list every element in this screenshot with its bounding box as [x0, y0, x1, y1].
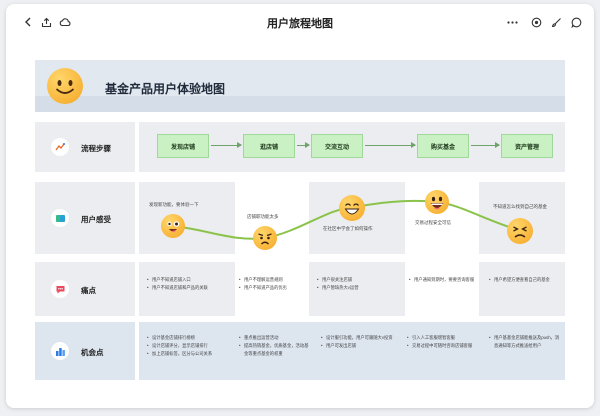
pain-list: 用户通知到期时，要要咨询客服	[409, 276, 475, 284]
feeling-text: 交易过程安全可信	[415, 220, 451, 225]
opportunity-item: 设计基金店铺排行榜榜	[147, 334, 233, 342]
flow-arrow	[471, 142, 500, 148]
opportunity-item: 交易过程中可随时咨询店铺客服	[407, 342, 483, 350]
pain-item: 用户希望方便查看自己的基金	[489, 276, 559, 284]
row-label-cell: 流程步骤	[35, 122, 135, 172]
row-feelings: 用户感受 发现新功能，要体验一下 店铺职功能太多	[35, 182, 565, 254]
pain-list: 用户很关注店铺 用户暂缺热大v运营	[317, 276, 401, 292]
opportunity-list: 设计服引功能，用户可跟随大v投资 用户可发出店铺	[321, 334, 405, 350]
row-label-cell: 用户感受	[35, 182, 135, 254]
smiley-logo-icon	[47, 68, 83, 104]
opportunity-item: 用户可发出店铺	[321, 342, 405, 350]
step-card[interactable]: 发现店铺	[157, 134, 209, 158]
flow-arrow	[211, 142, 242, 148]
pain-list: 用户不理解运营规则 用户不知道产品的优劣	[239, 276, 307, 292]
column-bg	[139, 182, 235, 254]
opportunity-item: 引入人工客服增智客服	[407, 334, 483, 342]
opportunity-list: 用户基基金店铺能推送及push，消息通知等方式推送给用户	[489, 334, 561, 350]
pain-item: 用户暂缺热大v运营	[317, 284, 401, 292]
opportunity-item: 设计服引功能，用户可跟随大v投资	[321, 334, 405, 342]
map-title: 基金产品用户体验地图	[105, 82, 226, 96]
feeling-text: 发现新功能，要体验一下	[149, 202, 199, 207]
opportunity-item: 设计店铺评分，显示店铺排行	[147, 342, 233, 350]
happy-face-icon	[339, 195, 365, 221]
worried-face-icon	[253, 226, 277, 250]
column-bg	[479, 262, 565, 316]
curious-face-icon	[161, 214, 185, 238]
opportunity-item: 提高热销基金，优质基金，活动基金等重点基金的权重	[239, 342, 311, 358]
frustrated-face-icon	[507, 218, 533, 244]
pain-item: 用户不知道店铺入口	[147, 276, 235, 284]
pain-item: 用户不理解运营规则	[239, 276, 307, 284]
flow-icon	[51, 138, 69, 156]
export-icon[interactable]	[38, 14, 54, 30]
feeling-text: 在社区中学会了如何操作	[323, 226, 373, 231]
target-icon[interactable]	[528, 14, 544, 30]
step-card[interactable]: 交流互动	[311, 134, 363, 158]
opportunity-item: 加上店铺标签，区分与公司关系	[147, 350, 233, 358]
pain-list: 用户不知道店铺入口 用户不知道店铺和产品的关联	[147, 276, 235, 292]
flow-arrow	[365, 142, 416, 148]
pain-item: 用户很关注店铺	[317, 276, 401, 284]
more-icon[interactable]	[504, 14, 520, 30]
emotion-icon	[51, 209, 69, 227]
header-band	[35, 96, 565, 112]
row-body: 发现新功能，要体验一下 店铺职功能太多 在社区中学会了如何操作 交易过程安全可信…	[139, 182, 565, 254]
opportunity-list: 引入人工客服增智客服 交易过程中可随时咨询店铺客服	[407, 334, 483, 350]
cloud-icon[interactable]	[57, 14, 73, 30]
pain-item: 用户不知道产品的优劣	[239, 284, 307, 292]
opportunity-list: 设计基金店铺排行榜榜 设计店铺评分，显示店铺排行 加上店铺标签，区分与公司关系	[147, 334, 233, 358]
row-label-cell: 痛点	[35, 262, 135, 316]
opportunity-item: 用户基基金店铺能推送及push，消息通知等方式推送给用户	[489, 334, 561, 350]
pain-item: 用户不知道店铺和产品的关联	[147, 284, 235, 292]
feeling-text: 不知道怎么找到自己的基金	[493, 204, 547, 209]
step-card[interactable]: 逛店铺	[243, 134, 295, 158]
flow-arrow	[297, 142, 310, 148]
map-header: 基金产品用户体验地图	[35, 60, 565, 112]
opportunity-list: 重点推出运营活动 提高热销基金，优质基金，活动基金等重点基金的权重	[239, 334, 311, 358]
row-name: 流程步骤	[81, 144, 111, 153]
back-icon[interactable]	[20, 14, 36, 30]
journey-map: 基金产品用户体验地图 流程步骤 发现店铺 逛店铺 交流互动 购买基金 资产管理	[35, 60, 565, 380]
pain-list: 用户希望方便查看自己的基金	[489, 276, 559, 284]
feeling-text: 店铺职功能太多	[247, 214, 279, 219]
pain-item: 用户通知到期时，要要咨询客服	[409, 276, 475, 284]
grinning-face-icon	[425, 190, 449, 214]
pain-icon	[51, 280, 69, 298]
opportunity-icon	[51, 342, 69, 360]
window-title: 用户旅程地图	[267, 18, 333, 30]
row-name: 痛点	[81, 286, 96, 295]
opportunity-item: 重点推出运营活动	[239, 334, 311, 342]
row-name: 机会点	[81, 348, 104, 357]
row-body: 用户不知道店铺入口 用户不知道店铺和产品的关联 用户不理解运营规则 用户不知道产…	[139, 262, 565, 316]
step-card[interactable]: 购买基金	[417, 134, 469, 158]
row-label-cell: 机会点	[35, 322, 135, 380]
brush-icon[interactable]	[548, 14, 564, 30]
row-name: 用户感受	[81, 215, 111, 224]
app-window: 用户旅程地图 基金产品用户体验地图 流	[6, 4, 594, 408]
row-opportunities: 机会点 设计基金店铺排行榜榜 设计店铺评分，显示店铺排行 加上店铺标签，区分与公…	[35, 322, 565, 380]
top-toolbar: 用户旅程地图	[6, 4, 594, 40]
row-body: 发现店铺 逛店铺 交流互动 购买基金 资产管理	[139, 122, 565, 172]
row-flow-steps: 流程步骤 发现店铺 逛店铺 交流互动 购买基金 资产管理	[35, 122, 565, 172]
step-card[interactable]: 资产管理	[501, 134, 553, 158]
comment-icon[interactable]	[568, 14, 584, 30]
row-pain-points: 痛点 用户不知道店铺入口 用户不知道店铺和产品的关联 用户不理解运营规则 用户不…	[35, 262, 565, 316]
row-body: 设计基金店铺排行榜榜 设计店铺评分，显示店铺排行 加上店铺标签，区分与公司关系 …	[139, 322, 565, 380]
